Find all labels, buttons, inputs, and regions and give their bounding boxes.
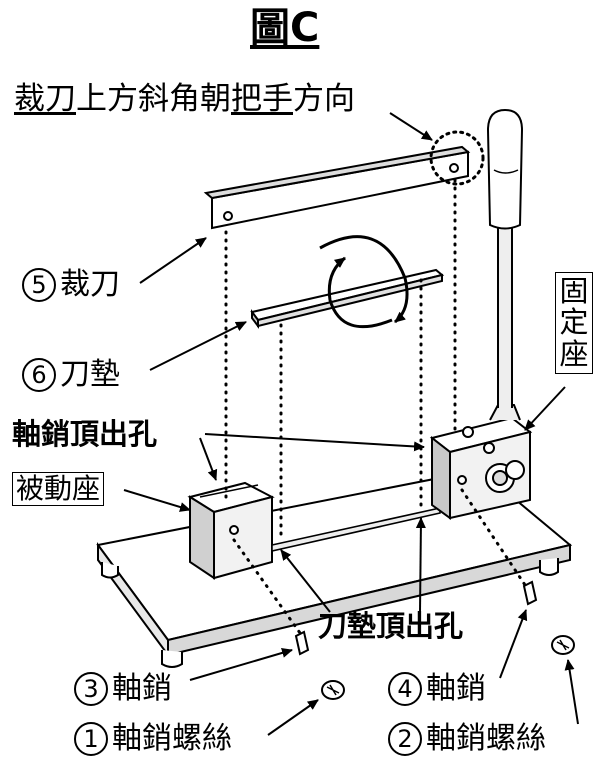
screw-1 [321,680,345,700]
rotate-arrows [319,235,409,329]
blade-part [203,145,471,230]
number-1: 1 [74,722,108,756]
passive-seat-block [187,481,275,580]
label-passive-seat: 被動座 [12,472,105,506]
number-4: 4 [388,672,422,706]
label-pad-text: 刀墊 [60,357,120,392]
fixed-seat-block [429,404,533,520]
leader-lines [123,112,579,736]
handle [486,108,524,408]
note-blade: 裁刀 [14,81,76,117]
number-5: 5 [22,268,56,302]
diagram-title: 圖C [250,5,320,51]
screw-2 [551,635,575,655]
pin-4 [522,580,538,606]
fixed-seat-char-1: 固 [559,274,589,308]
note-handle: 把手 [231,81,293,117]
label-screw-2-text: 軸銷螺絲 [426,721,546,756]
number-2: 2 [388,722,422,756]
label-pad-hole: 刀墊頂出孔 [318,609,464,643]
blade-corner-highlight [429,130,485,186]
label-screw-1-text: 軸銷螺絲 [112,721,232,756]
note-end: 方向 [293,81,355,117]
pad-part [250,268,445,329]
pad-slot [271,507,441,553]
label-fixed-seat: 固 定 座 [555,272,593,374]
alignment-dots [224,178,537,642]
pin-3 [294,630,310,656]
number-3: 3 [74,672,108,706]
label-blade-text: 裁刀 [60,267,120,302]
fixed-seat-char-2: 定 [559,305,589,340]
number-6: 6 [22,358,56,392]
label-pin-4-text: 軸銷 [426,671,486,706]
label-pin-hole: 軸銷頂出孔 [12,417,158,451]
fixed-seat-char-3: 座 [559,336,589,371]
orientation-note: 裁刀上方斜角朝把手方向 [14,84,355,115]
label-pin-3-text: 軸銷 [112,671,172,706]
note-middle: 上方斜角朝 [76,81,231,117]
